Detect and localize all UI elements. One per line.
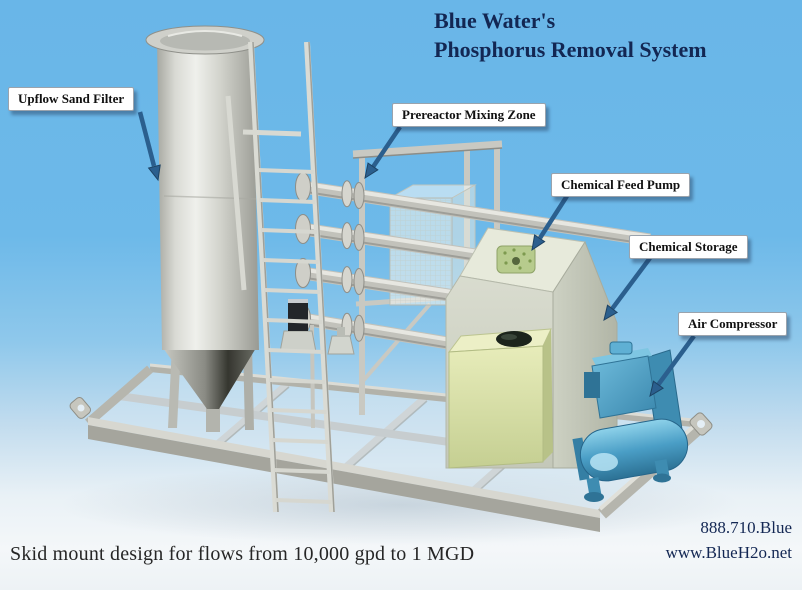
leader-arrow-mixing-zone (364, 125, 402, 180)
chemical-tank (447, 328, 553, 469)
callout-air-compressor: Air Compressor (678, 312, 788, 336)
access-ladder (225, 41, 335, 513)
air-compressor-unit (572, 341, 689, 502)
callout-upflow-sand-filter-text: Upflow Sand Filter (18, 91, 125, 106)
callout-chemical-storage: Chemical Storage (629, 235, 748, 259)
callout-chemical-storage-text: Chemical Storage (639, 239, 738, 254)
contact-info: 888.710.Blue www.BlueH2o.net (666, 516, 792, 565)
page-title: Blue Water's Phosphorus Removal System (434, 6, 707, 64)
leader-arrow-feed-pump (531, 194, 569, 252)
callout-prereactor-mixing-zone-text: Prereactor Mixing Zone (402, 107, 536, 122)
chemical-feed-pump-unit (496, 245, 536, 274)
title-line-2: Phosphorus Removal System (434, 37, 707, 63)
skid-frame (69, 363, 713, 532)
leader-arrow-storage (603, 256, 652, 322)
sand-filter-tank (145, 25, 265, 432)
leader-arrow-sand-filter (137, 111, 161, 182)
skid-caption: Skid mount design for flows from 10,000 … (10, 543, 475, 565)
leader-arrow-compressor (649, 334, 696, 398)
callout-prereactor-mixing-zone: Prereactor Mixing Zone (392, 103, 546, 127)
metering-pump (279, 299, 355, 355)
title-line-1: Blue Water's (434, 8, 556, 33)
leader-arrows (137, 111, 696, 398)
contact-phone: 888.710.Blue (700, 518, 792, 537)
contact-website: www.BlueH2o.net (665, 542, 792, 562)
callout-chemical-feed-pump: Chemical Feed Pump (551, 173, 691, 197)
callout-chemical-feed-pump-text: Chemical Feed Pump (561, 177, 681, 192)
callout-upflow-sand-filter: Upflow Sand Filter (8, 87, 135, 111)
callout-air-compressor-text: Air Compressor (688, 316, 778, 331)
